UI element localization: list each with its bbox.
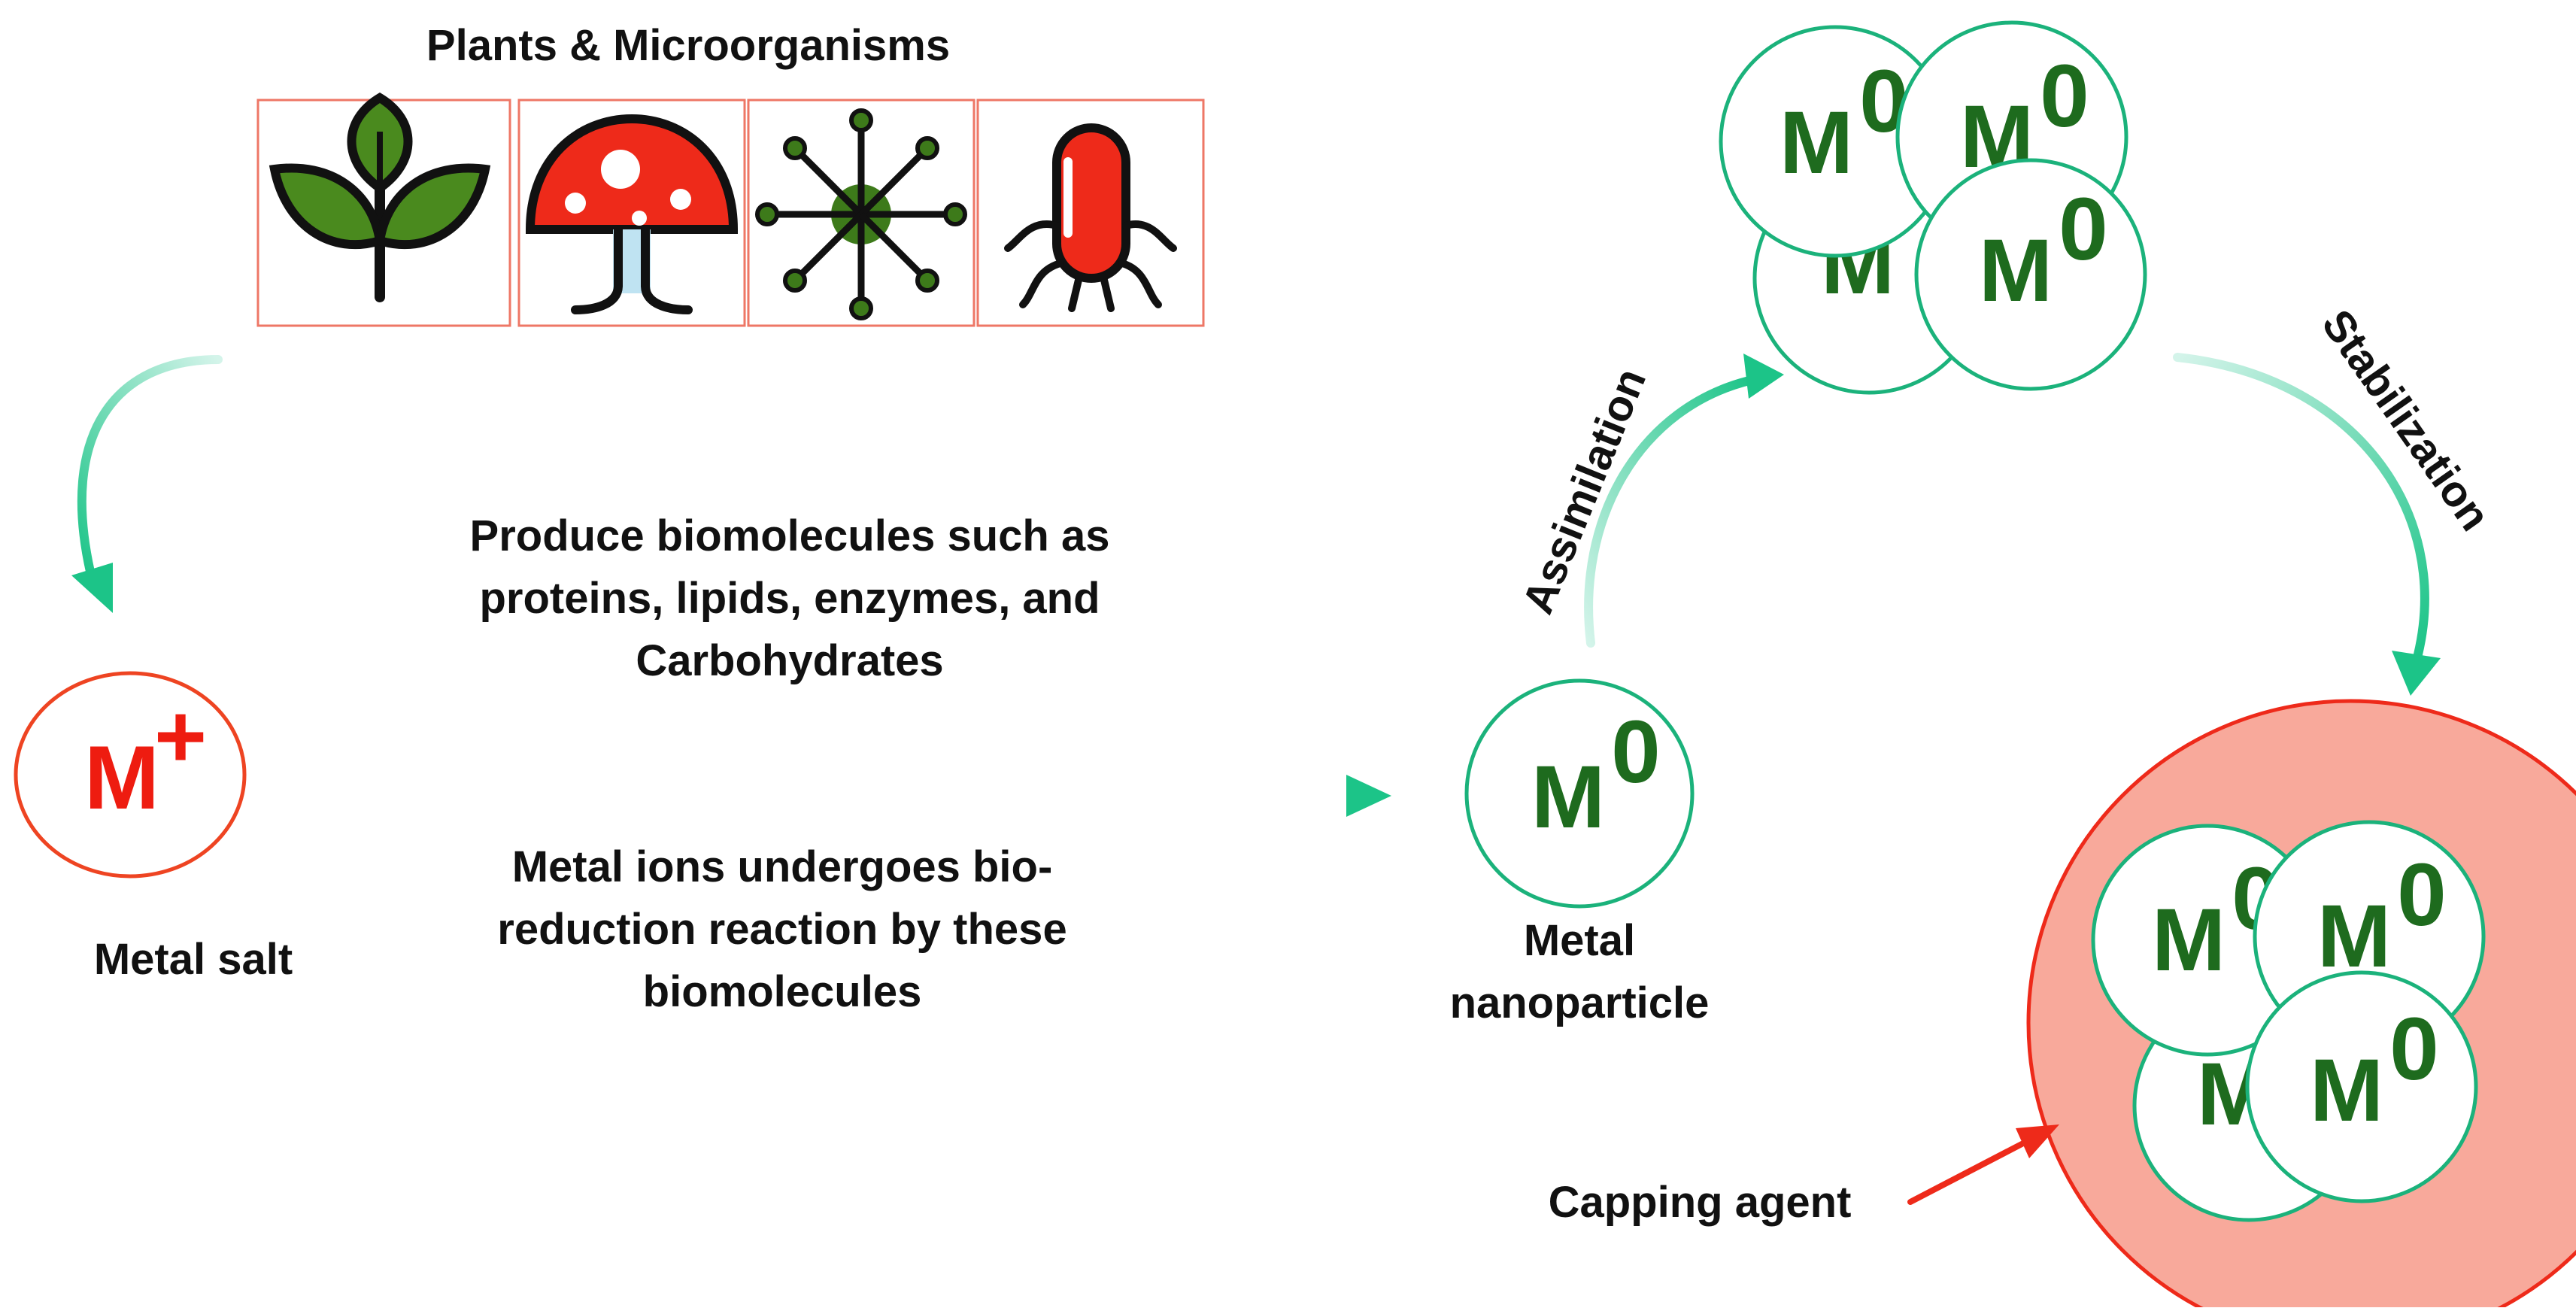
aggregated-nanoparticles: M M 0 M 0 M 0 [1719, 20, 2147, 395]
capped-bottom-right-sup: 0 [2389, 1000, 2439, 1099]
reduction-arrow [308, 775, 1391, 817]
biomolecules-description: Produce biomolecules such as proteins, l… [470, 511, 1110, 685]
cluster-top-right-sup: 0 [2040, 47, 2089, 146]
capped-top-right-symbol: M [2317, 887, 2391, 986]
source-icons-row [256, 92, 1205, 327]
assimilation-label: Assimilation [1513, 362, 1655, 621]
capped-bottom-right-symbol: M [2310, 1041, 2383, 1140]
cluster-top-left-symbol: M [1780, 93, 1853, 193]
capping-agent-arrow [1907, 1124, 2059, 1205]
nanoparticle-superscript: 0 [1611, 703, 1661, 802]
sources-title: Plants & Microorganisms [426, 21, 950, 70]
arrow-to-metal-salt [71, 355, 223, 613]
reduction-description: Metal ions undergoes bio- reduction reac… [497, 842, 1067, 1016]
metal-salt-label: Metal salt [94, 935, 293, 984]
reduction-line-2: reduction reaction by these [497, 905, 1067, 954]
cluster-top-bottom-right-sup: 0 [2059, 180, 2108, 279]
stabilization-arrow [2173, 353, 2441, 696]
reduction-line-1: Metal ions undergoes bio- [512, 842, 1053, 891]
plant-leaves-icon [256, 92, 511, 327]
metal-salt-charge: + [154, 686, 207, 787]
biomolecules-line-2: proteins, lipids, enzymes, and [479, 574, 1100, 623]
metal-salt-symbol: M [84, 727, 159, 828]
metal-salt-ion: M + [14, 671, 247, 879]
cluster-top-bottom-right-symbol: M [1979, 221, 2053, 320]
metal-nanoparticle: M 0 [1464, 678, 1695, 909]
capped-top-left-symbol: M [2152, 891, 2226, 990]
microbe-icon [747, 99, 975, 327]
nanoparticle-symbol: M [1531, 748, 1605, 847]
bacterium-icon [976, 99, 1205, 327]
capped-top-right-sup: 0 [2397, 845, 2447, 945]
biomolecules-line-3: Carbohydrates [636, 636, 943, 685]
capping-agent-label: Capping agent [1549, 1178, 1852, 1227]
mushroom-icon [517, 99, 746, 327]
nanoparticle-label-1: Metal [1524, 916, 1635, 965]
biomolecules-line-1: Produce biomolecules such as [470, 511, 1110, 560]
nanoparticle-label-2: nanoparticle [1450, 979, 1710, 1027]
assimilation-arrow [1584, 354, 1784, 648]
capped-nanoparticle: M M 0 M 0 M 0 [2026, 699, 2576, 1311]
reduction-line-3: biomolecules [643, 967, 922, 1016]
